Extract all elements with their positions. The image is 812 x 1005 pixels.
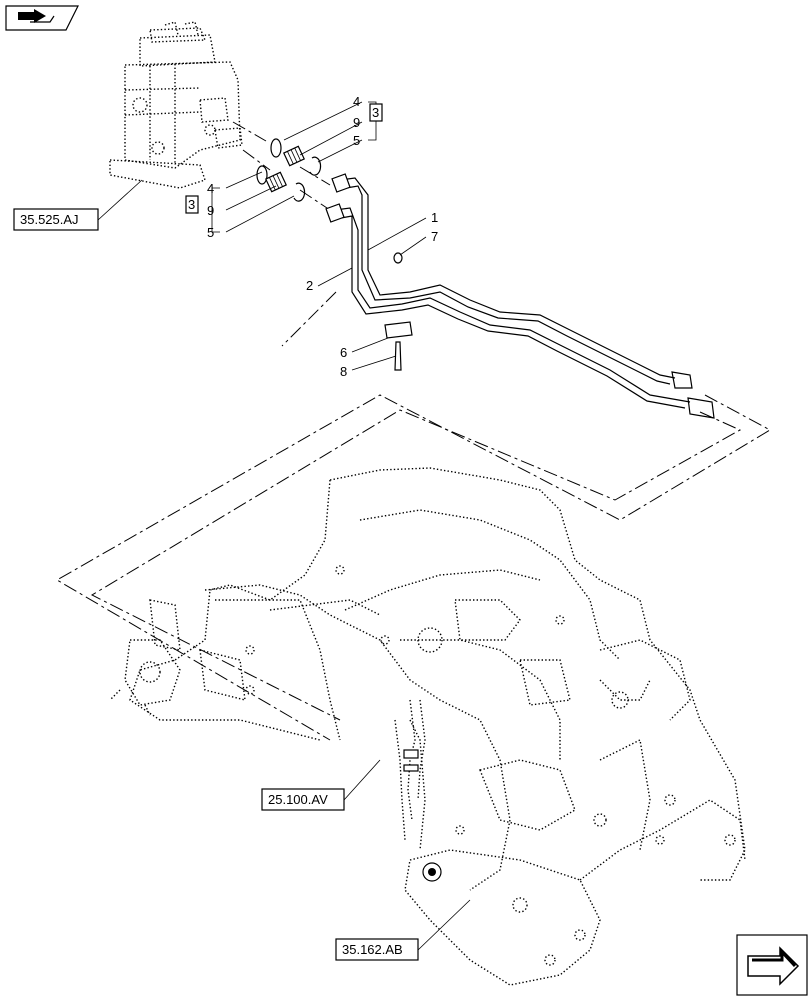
leader-lines: [97, 101, 471, 951]
front-support-casting: [109, 467, 746, 986]
assembly-boundary: [56, 121, 772, 741]
wiring-harness: [403, 699, 426, 821]
view-direction-icon[interactable]: [5, 5, 79, 31]
callout-3-lower: 3: [188, 197, 195, 212]
callout-6: 6: [340, 345, 347, 360]
callout-5-lower: 5: [207, 225, 214, 240]
callout-3-upper: 3: [372, 105, 379, 120]
callout-group-upper: 4 9 5 3: [353, 94, 383, 148]
callout-8: 8: [340, 364, 347, 379]
callout-group-lower: 4 9 5 3: [185, 181, 214, 240]
callout-5-upper: 5: [353, 133, 360, 148]
fittings: [256, 138, 322, 202]
callout-4-upper: 4: [353, 94, 360, 109]
callout-9-upper: 9: [353, 115, 360, 130]
valve-block: [109, 21, 243, 189]
callout-7: 7: [431, 229, 438, 244]
callout-4-lower: 4: [207, 181, 214, 196]
callout-9-lower: 9: [207, 203, 214, 218]
reference-link-harness[interactable]: 25.100.AV: [261, 788, 345, 811]
reference-label: 35.162.AB: [342, 942, 403, 957]
reference-label: 35.525.AJ: [20, 212, 79, 227]
next-page-arrow-icon[interactable]: [736, 934, 808, 996]
reference-label: 25.100.AV: [268, 792, 328, 807]
reference-link-support[interactable]: 35.162.AB: [335, 938, 419, 961]
callout-2: 2: [306, 278, 313, 293]
reference-link-valve[interactable]: 35.525.AJ: [13, 208, 99, 231]
callout-1: 1: [431, 210, 438, 225]
hydraulic-pipes: [325, 173, 715, 419]
